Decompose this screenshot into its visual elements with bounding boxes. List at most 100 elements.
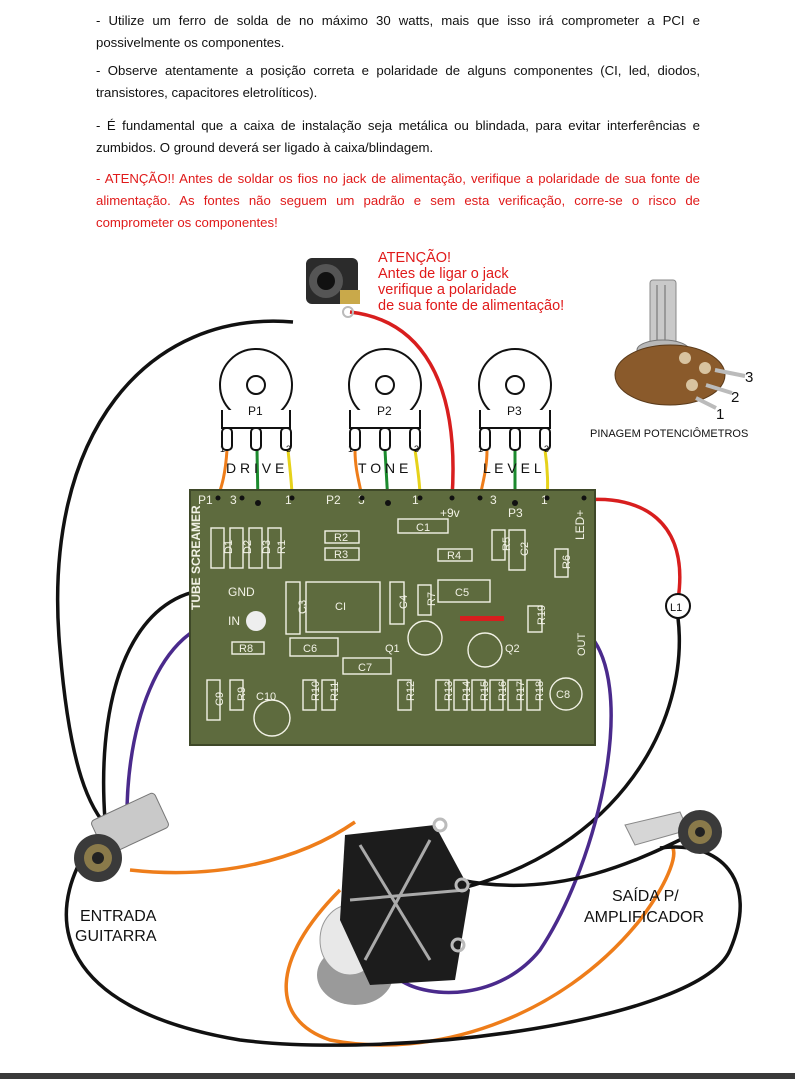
svg-text:1: 1 [541,493,548,507]
svg-text:R3: R3 [334,549,348,561]
pot-p3 [478,348,552,451]
wire-led-cathode [454,617,681,892]
svg-text:R14: R14 [461,681,473,701]
svg-text:R18: R18 [534,681,546,701]
power-alert: ATENÇÃO! Antes de ligar o jack verifique… [378,249,564,314]
wire-switch-output [284,843,676,1047]
svg-text:ENTRADA: ENTRADA [80,908,157,925]
svg-text:R1: R1 [276,540,288,554]
alert-line: verifique a polaridade [378,282,517,298]
pot-label: P2 [377,404,392,418]
svg-text:C4: C4 [398,595,410,609]
svg-text:D2: D2 [242,540,254,554]
wire-led [584,497,682,601]
alert-line: Antes de ligar o jack [378,266,509,282]
svg-text:R16: R16 [497,681,509,701]
svg-text:C8: C8 [556,689,570,701]
svg-text:1: 1 [412,493,419,507]
pin-number: 3 [544,444,549,454]
pinout-number: 1 [716,406,724,423]
svg-text:3: 3 [490,493,497,507]
svg-text:R11: R11 [329,682,341,701]
dc-power-jack-icon [306,258,360,318]
wire-dc-ground [55,319,294,832]
output-label: SAÍDA P/ AMPLIFICADOR [584,886,704,926]
pot-p2 [348,348,422,451]
svg-text:R5: R5 [501,537,513,551]
svg-text:D1: D1 [223,540,235,554]
svg-text:R19: R19 [536,605,548,625]
pin-number: 1 [348,444,353,454]
input-jack-icon [74,792,169,882]
alert-line: de sua fonte de alimentação! [378,298,564,314]
svg-text:TUBE SCREAMER: TUBE SCREAMER [189,505,203,610]
pinout-number: 3 [745,369,753,386]
svg-text:C2: C2 [519,542,531,556]
pin-number: 3 [286,444,291,454]
wire-switch-ground [459,828,701,888]
pot-function: T O N E [358,460,408,476]
svg-text:R4: R4 [447,550,461,562]
svg-text:1: 1 [285,493,292,507]
svg-text:R13: R13 [443,681,455,701]
instruction-solder: - Utilize um ferro de solda de no máximo… [96,13,700,50]
svg-text:P3: P3 [508,506,523,520]
svg-text:R12: R12 [405,681,417,701]
pot-label: P3 [507,404,522,418]
svg-text:R15: R15 [479,681,491,701]
pin-number: 1 [220,444,225,454]
svg-text:R10: R10 [310,681,322,701]
svg-text:R17: R17 [515,681,527,701]
svg-text:C1: C1 [416,522,430,534]
svg-text:R7: R7 [426,592,438,606]
pot-label: P1 [248,404,263,418]
svg-text:CI: CI [335,601,346,613]
page-bottom-edge [0,1073,795,1079]
svg-text:GND: GND [228,585,255,599]
pcb-components: D1 D2 D3 R1 R2 R3 C1 R4 R5 C2 R6 GND IN … [189,505,588,706]
svg-text:D3: D3 [261,540,273,554]
input-label: ENTRADA GUITARRA [75,908,157,945]
output-jack-icon [624,810,722,854]
svg-text:OUT: OUT [576,633,588,657]
svg-text:SAÍDA P/: SAÍDA P/ [612,886,679,905]
svg-text:C5: C5 [455,587,469,599]
svg-text:3: 3 [230,493,237,507]
wire-out [399,628,613,995]
pot-function: L E V E L [483,460,542,476]
footswitch-3pdt-icon [317,817,470,1005]
svg-text:Q2: Q2 [505,643,520,655]
svg-text:P2: P2 [326,493,341,507]
svg-text:AMPLIFICADOR: AMPLIFICADOR [584,909,704,926]
alert-line: ATENÇÃO! [378,249,451,266]
svg-text:C10: C10 [256,691,276,703]
svg-text:IN: IN [228,614,240,628]
svg-text:+9v: +9v [440,506,460,520]
warning-power-jack: - ATENÇÃO!! Antes de soldar os fios no j… [96,171,700,230]
svg-text:Q1: Q1 [385,643,400,655]
pinout-caption: PINAGEM POTENCIÔMETROS [590,427,748,440]
svg-text:R9: R9 [236,687,248,701]
svg-text:C9: C9 [214,692,226,706]
instruction-enclosure: - É fundamental que a caixa de instalaçã… [96,118,700,155]
wire-input-switch [129,820,356,875]
wire-9v [349,310,455,499]
pin-number: 1 [478,444,483,454]
wire-ground-loop [64,844,742,1047]
svg-text:LED+: LED+ [573,510,587,540]
svg-text:P1: P1 [198,493,213,507]
svg-text:R2: R2 [334,532,348,544]
led-label: L1 [670,602,682,614]
svg-text:C3: C3 [297,600,309,614]
svg-text:R8: R8 [239,643,253,655]
instruction-polarity: - Observe atentamente a posição correta … [96,63,700,100]
pin-number: 3 [414,444,419,454]
pot-p1 [219,348,293,451]
svg-text:R6: R6 [561,555,573,569]
pinout-number: 2 [731,389,739,406]
led-l1-icon: L1 [665,593,691,619]
potentiometer-photo-icon [614,279,746,410]
svg-text:GUITARRA: GUITARRA [75,928,157,945]
svg-text:C7: C7 [358,662,372,674]
